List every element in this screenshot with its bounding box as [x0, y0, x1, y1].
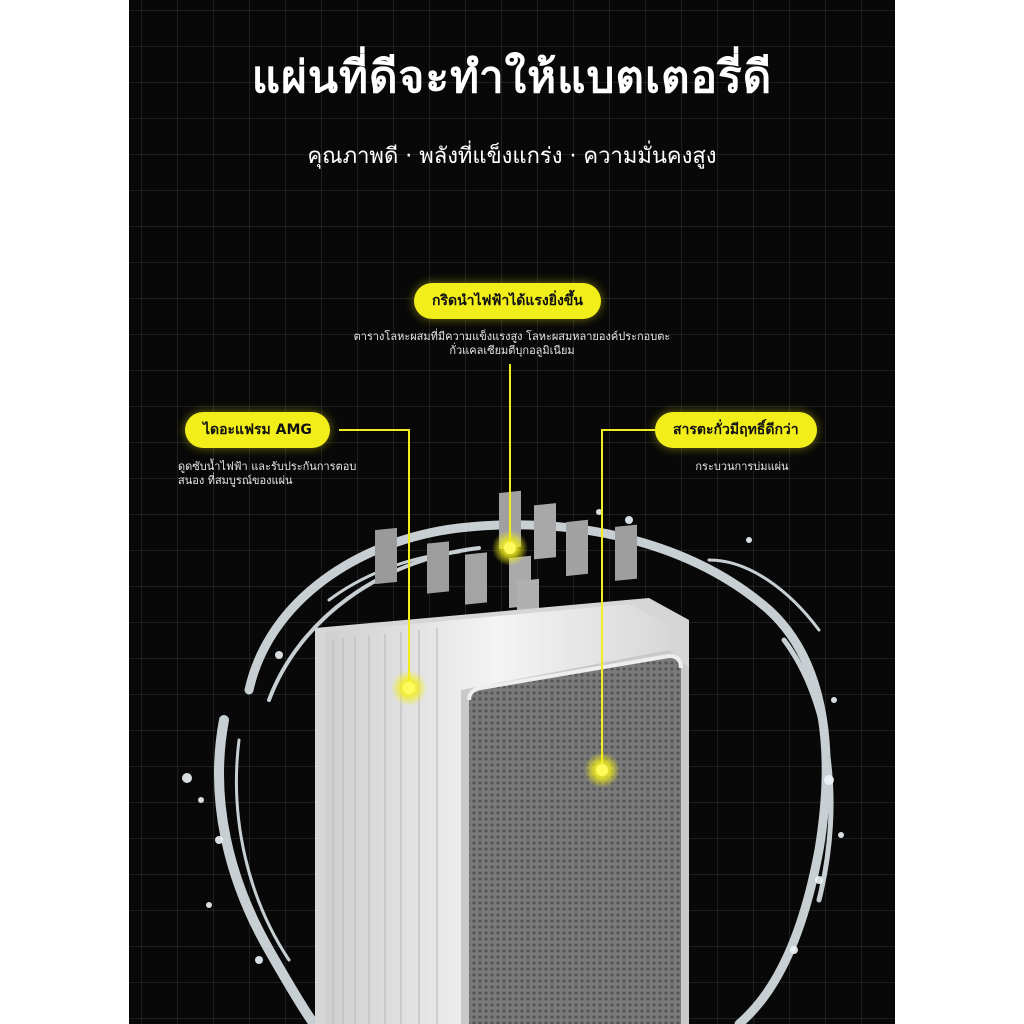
headline: แผ่นที่ดีจะทำให้แบตเตอรี่ดี — [251, 52, 773, 103]
grid-callout-label: กริดนำไฟฟ้าได้แรงยิ่งขึ้น — [414, 283, 601, 319]
diaphragm-description-line-2: สนอง ที่สมบูรณ์ของแผ่น — [178, 474, 293, 487]
lead-paste-description-line-1: กระบวนการบ่มแผ่น — [695, 460, 789, 473]
grid-description-line-2: กั่วแคลเซียมตีบุกอลูมิเนียม — [449, 344, 575, 357]
diaphragm-description-line-1: ดูดซับน้ำไฟฟ้า และรับประกันการตอบ — [178, 460, 357, 473]
subheadline: คุณภาพดี · พลังที่แข็งแกร่ง · ความมั่นคง… — [307, 144, 717, 169]
water-droplets — [182, 509, 844, 964]
lead-paste-callout-description: กระบวนการบ่มแผ่น — [657, 460, 827, 474]
grid-description-line-1: ตารางโลหะผสมที่มีความแข็งแรงสูง โลหะผสมห… — [353, 330, 671, 343]
diaphragm-callout-description: ดูดซับน้ำไฟฟ้า และรับประกันการตอบ สนอง ท… — [178, 460, 378, 488]
leader-lines — [339, 364, 664, 770]
product-banner: แผ่นที่ดีจะทำให้แบตเตอรี่ดี คุณภาพดี · พ… — [129, 0, 895, 1024]
battery-plate-illustration — [182, 364, 844, 1024]
lead-paste-callout-label: สารตะกั่วมีฤทธิ์ดีกว่า — [655, 412, 817, 448]
grid-plate — [461, 650, 689, 1024]
diaphragm-callout-label: ไดอะแฟรม AMG — [185, 412, 330, 448]
glow-dots — [391, 530, 620, 788]
grid-callout-description: ตารางโลหะผสมที่มีความแข็งแรงสูง โลหะผสมห… — [329, 330, 695, 358]
water-splash — [214, 520, 834, 1024]
